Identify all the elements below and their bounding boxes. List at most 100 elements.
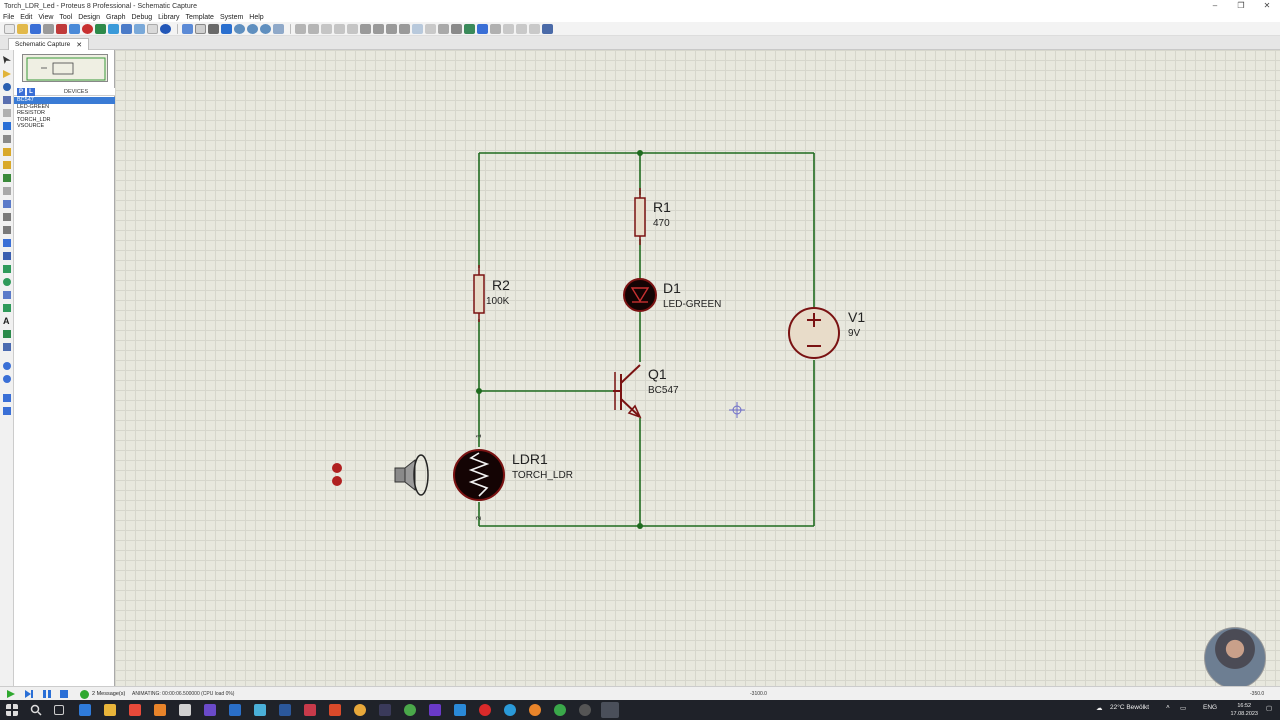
make-device-icon[interactable] xyxy=(425,23,436,34)
mirror-x-icon[interactable] xyxy=(3,394,11,402)
zoom-out-icon[interactable] xyxy=(247,23,258,34)
selection-mode-icon[interactable] xyxy=(3,56,11,64)
ldr-ldr1[interactable]: 1 2 LDR1 TORCH_LDR xyxy=(453,434,573,520)
raspberry-pi-icon[interactable] xyxy=(304,704,316,716)
text-script-icon[interactable] xyxy=(3,109,11,117)
task-view-icon[interactable] xyxy=(54,705,64,715)
menu-template[interactable]: Template xyxy=(185,13,214,21)
copy-icon[interactable] xyxy=(334,23,345,34)
menu-view[interactable]: View xyxy=(38,13,54,21)
block-rotate-icon[interactable] xyxy=(386,23,397,34)
pan-icon[interactable] xyxy=(221,23,232,34)
zoom-all-icon[interactable] xyxy=(260,23,271,34)
device-item-bc547[interactable]: BC547 xyxy=(14,97,115,104)
app-icon[interactable] xyxy=(129,704,141,716)
zoom-area-icon[interactable] xyxy=(273,23,284,34)
overview-window[interactable] xyxy=(22,54,108,82)
block-delete-icon[interactable] xyxy=(399,23,410,34)
search-tag-icon[interactable] xyxy=(464,23,475,34)
buses-icon[interactable] xyxy=(3,122,11,130)
home-icon[interactable] xyxy=(56,23,67,34)
stop-icon[interactable] xyxy=(59,689,69,699)
library-manager-button[interactable]: L xyxy=(27,88,35,96)
origin-icon[interactable] xyxy=(208,23,219,34)
wire-label-icon[interactable] xyxy=(3,96,11,104)
decompose-icon[interactable] xyxy=(438,23,449,34)
tab-schematic-capture[interactable]: Schematic Capture ✕ xyxy=(8,38,90,50)
grid-icon[interactable] xyxy=(195,23,206,34)
messages-indicator[interactable]: 2 Message(s) xyxy=(80,689,125,699)
rotate-anticlockwise-icon[interactable] xyxy=(3,375,11,383)
app-icon[interactable] xyxy=(354,704,366,716)
menu-library[interactable]: Library xyxy=(158,13,180,21)
opera-icon[interactable] xyxy=(479,704,491,716)
app-icon[interactable] xyxy=(379,704,391,716)
menu-help[interactable]: Help xyxy=(249,13,264,21)
windows-start-icon[interactable] xyxy=(6,704,18,716)
play-icon[interactable] xyxy=(6,689,16,699)
app-icon[interactable] xyxy=(579,704,591,716)
app-icon[interactable] xyxy=(79,704,91,716)
pcb-icon[interactable] xyxy=(82,23,93,34)
zoom-in-icon[interactable] xyxy=(234,23,245,34)
open-folder-icon[interactable] xyxy=(17,23,28,34)
pick-device-button[interactable]: P xyxy=(17,88,25,96)
virtual-instruments-icon[interactable] xyxy=(3,239,11,247)
remove-sheet-icon[interactable] xyxy=(516,23,527,34)
print-icon[interactable] xyxy=(43,23,54,34)
word-icon[interactable] xyxy=(279,704,291,716)
circle-icon[interactable] xyxy=(3,278,11,286)
system-clock[interactable]: 16:52 17.08.2023 xyxy=(1230,702,1258,718)
text-icon[interactable]: A xyxy=(3,316,10,326)
interactive-pins[interactable] xyxy=(332,463,342,486)
marker-icon[interactable] xyxy=(3,343,11,351)
file-explorer-icon[interactable] xyxy=(104,704,116,716)
source-code-icon[interactable] xyxy=(147,23,158,34)
pause-icon[interactable] xyxy=(42,689,52,699)
graph-icon[interactable] xyxy=(3,174,11,182)
language-indicator[interactable]: ENG xyxy=(1203,704,1218,711)
electrical-rule-check-icon[interactable] xyxy=(542,23,553,34)
paste-icon[interactable] xyxy=(347,23,358,34)
menu-file[interactable]: File xyxy=(3,13,15,21)
save-icon[interactable] xyxy=(30,23,41,34)
resistor-r1[interactable]: R1 470 xyxy=(634,188,671,245)
design-explorer-icon[interactable] xyxy=(134,23,145,34)
app-icon[interactable] xyxy=(404,704,416,716)
terminals-icon[interactable] xyxy=(3,148,11,156)
block-copy-icon[interactable] xyxy=(360,23,371,34)
voltage-source-v1[interactable]: V1 9V xyxy=(788,307,865,359)
pin-dot[interactable] xyxy=(332,463,342,473)
junction-dot-icon[interactable] xyxy=(3,83,11,91)
step-icon[interactable] xyxy=(24,689,34,699)
arc-icon[interactable] xyxy=(3,291,11,299)
line-icon[interactable] xyxy=(3,252,11,260)
app-icon[interactable] xyxy=(329,704,341,716)
close-button[interactable]: ✕ xyxy=(1263,1,1271,10)
weather-text[interactable]: 22°C Bewölkt xyxy=(1110,704,1150,711)
app-icon[interactable] xyxy=(179,704,191,716)
schematic-canvas[interactable]: R1 470 R2 100K D1 LED-GREEN Q1 xyxy=(115,50,1280,686)
close-tab-icon[interactable]: ✕ xyxy=(76,41,83,49)
visual-studio-icon[interactable] xyxy=(429,704,441,716)
vlc-icon[interactable] xyxy=(154,704,166,716)
weather-icon[interactable]: ☁ xyxy=(1096,705,1103,712)
device-item-vsource[interactable]: VSOURCE xyxy=(17,123,45,129)
symbol-icon[interactable] xyxy=(3,330,11,338)
bom-icon[interactable] xyxy=(121,23,132,34)
app-icon[interactable] xyxy=(254,704,266,716)
network-icon[interactable]: ▭ xyxy=(1180,705,1187,712)
vscode-icon[interactable] xyxy=(454,704,466,716)
chrome-icon[interactable] xyxy=(554,704,566,716)
component-mode-icon[interactable] xyxy=(3,70,11,78)
menu-tool[interactable]: Tool xyxy=(59,13,73,21)
pick-device-icon[interactable] xyxy=(412,23,423,34)
rotate-clockwise-icon[interactable] xyxy=(3,362,11,370)
subcircuit-icon[interactable] xyxy=(3,135,11,143)
box-icon[interactable] xyxy=(3,265,11,273)
menu-system[interactable]: System xyxy=(219,13,244,21)
block-move-icon[interactable] xyxy=(373,23,384,34)
device-item-resistor[interactable]: RESISTOR xyxy=(17,110,46,116)
refresh-icon[interactable] xyxy=(182,23,193,34)
pin-dot[interactable] xyxy=(332,476,342,486)
